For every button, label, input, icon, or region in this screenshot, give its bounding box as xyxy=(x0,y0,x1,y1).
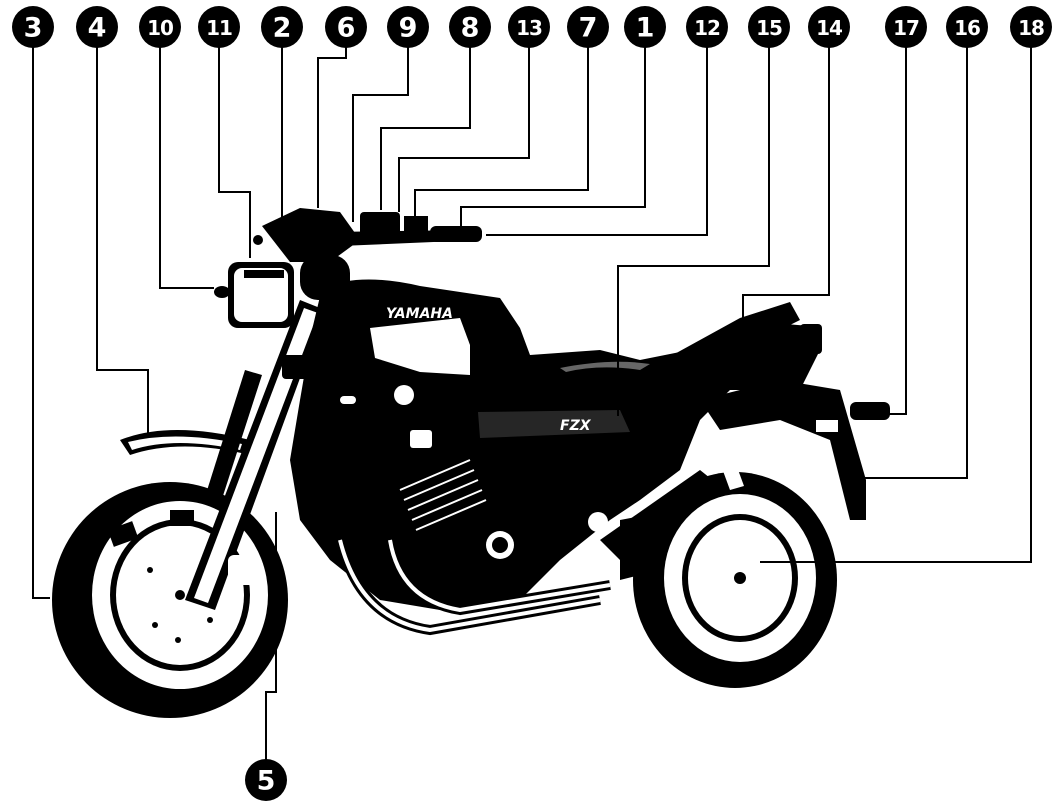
svg-text:5: 5 xyxy=(257,766,276,797)
tail-light xyxy=(800,324,822,354)
callout-3: 3 xyxy=(12,6,54,48)
leader-6 xyxy=(318,45,346,208)
callout-1: 1 xyxy=(624,6,666,48)
callout-6: 6 xyxy=(325,6,367,48)
svg-text:16: 16 xyxy=(954,16,980,40)
callout-2: 2 xyxy=(261,6,303,48)
tank-brand-text: YAMAHA xyxy=(386,306,453,322)
callout-5: 5 xyxy=(245,759,287,801)
svg-text:11: 11 xyxy=(206,16,232,40)
svg-text:14: 14 xyxy=(816,16,842,40)
svg-text:9: 9 xyxy=(399,13,418,44)
leader-11 xyxy=(219,45,250,258)
leader-17 xyxy=(888,45,906,414)
leader-18 xyxy=(760,45,1031,562)
svg-text:15: 15 xyxy=(756,16,782,40)
leader-4 xyxy=(97,45,148,438)
headlight xyxy=(214,262,294,328)
rear-turn-signal xyxy=(850,402,890,420)
svg-text:3: 3 xyxy=(24,13,43,44)
svg-text:17: 17 xyxy=(893,16,919,40)
svg-text:2: 2 xyxy=(273,13,292,44)
svg-text:12: 12 xyxy=(694,16,720,40)
leader-8 xyxy=(381,45,470,210)
svg-text:6: 6 xyxy=(337,13,356,44)
svg-text:18: 18 xyxy=(1018,16,1044,40)
callout-11: 11 xyxy=(198,6,240,48)
callout-16: 16 xyxy=(946,6,988,48)
leader-1 xyxy=(461,45,645,228)
callout-15: 15 xyxy=(748,6,790,48)
callout-18: 18 xyxy=(1010,6,1052,48)
leader-3 xyxy=(33,45,50,598)
callout-17: 17 xyxy=(885,6,927,48)
leader-10 xyxy=(160,45,214,288)
svg-text:13: 13 xyxy=(516,16,542,40)
callout-8: 8 xyxy=(449,6,491,48)
motorcycle-photo: 4 1 4 xyxy=(52,208,890,718)
callout-4: 4 xyxy=(76,6,118,48)
svg-text:4: 4 xyxy=(88,13,107,44)
svg-text:10: 10 xyxy=(147,16,173,40)
svg-text:7: 7 xyxy=(579,13,598,44)
side-cover-model-text: FZX xyxy=(560,418,592,434)
callout-9: 9 xyxy=(387,6,429,48)
leader-14 xyxy=(743,45,829,348)
callout-7: 7 xyxy=(567,6,609,48)
leader-7 xyxy=(415,45,588,218)
svg-text:8: 8 xyxy=(461,13,480,44)
callout-12: 12 xyxy=(686,6,728,48)
svg-text:1: 1 xyxy=(636,13,655,44)
callout-14: 14 xyxy=(808,6,850,48)
callout-13: 13 xyxy=(508,6,550,48)
callout-10: 10 xyxy=(139,6,181,48)
